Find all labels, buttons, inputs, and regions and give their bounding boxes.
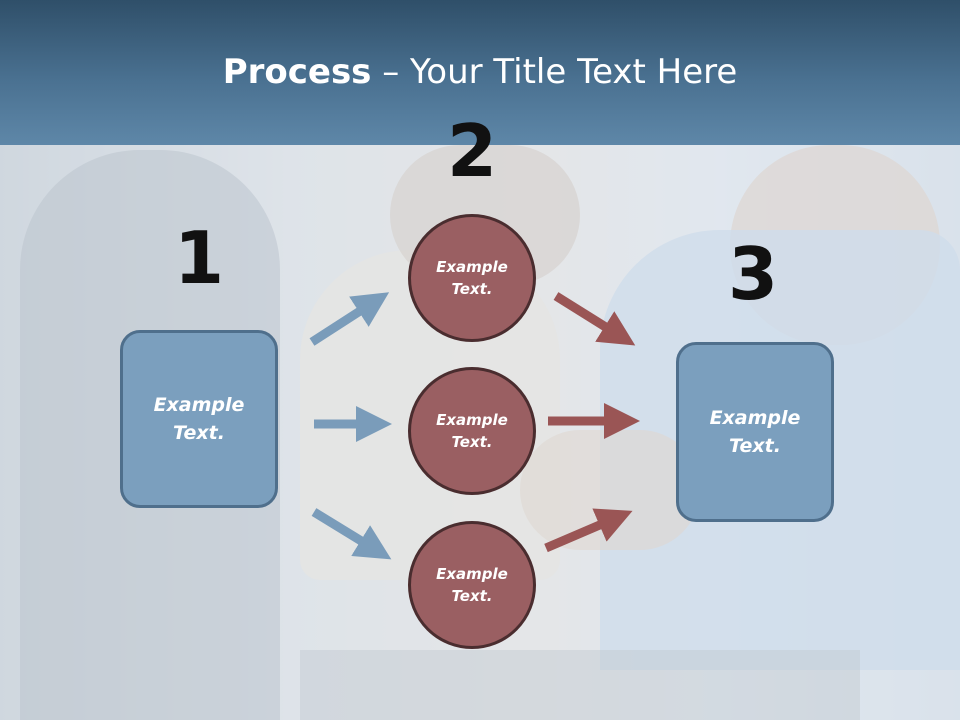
circle-middle: Example Text. — [408, 367, 536, 495]
step-number-3: 3 — [727, 232, 779, 316]
title-bar: Process – Your Title Text Here — [0, 0, 960, 145]
arrow-left-to-bottom — [311, 508, 392, 560]
step-number-1: 1 — [173, 216, 225, 300]
right-box: Example Text. — [676, 342, 834, 522]
left-box: Example Text. — [120, 330, 278, 508]
slide-title: Process – Your Title Text Here — [0, 52, 960, 92]
arrow-bottom-to-right — [544, 508, 633, 553]
arrow-left-to-top — [309, 292, 390, 346]
circle-bottom: Example Text. — [408, 521, 536, 649]
arrow-top-to-right — [553, 292, 636, 346]
title-bold: Process — [222, 52, 372, 92]
circle-top: Example Text. — [408, 214, 536, 342]
title-rest: – Your Title Text Here — [371, 52, 738, 92]
step-number-2: 2 — [446, 109, 498, 193]
